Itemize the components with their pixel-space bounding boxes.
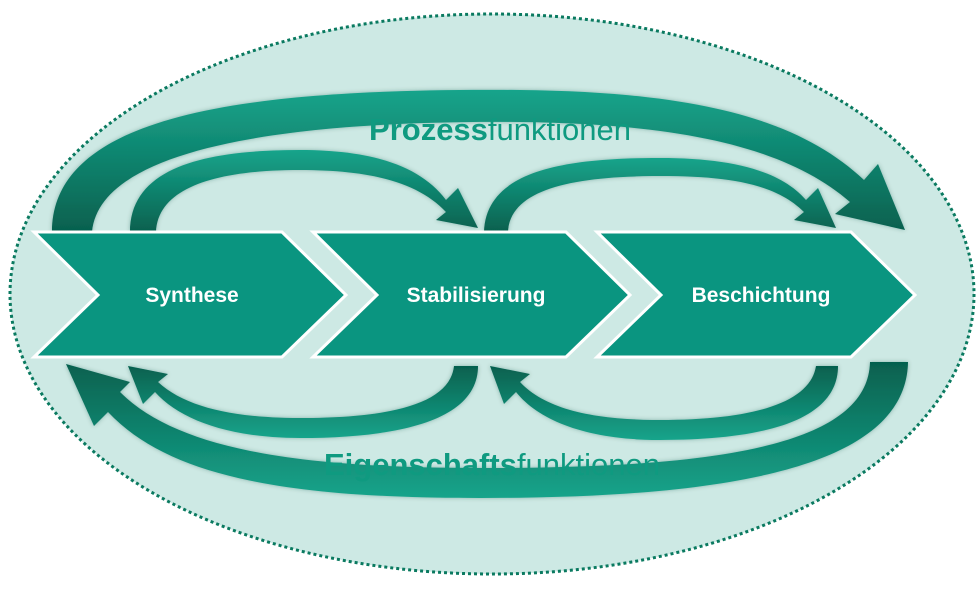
small-bottom-arrow-1 [128,366,478,438]
step-label-stabilisierung: Stabilisierung [407,284,546,307]
step-chevrons [30,230,918,359]
small-bottom-arrow-2 [490,366,838,440]
bottom-title: Eigenschaftsfunktionen [324,447,660,482]
top-title-bold: Prozess [369,112,488,147]
large-bottom-arrow [66,362,908,498]
bottom-title-bold: Eigenschafts [324,447,517,482]
small-top-arrow-2 [484,158,836,232]
step-chevron-beschichtung [593,230,918,359]
large-top-arrow [52,89,905,232]
step-label-beschichtung: Beschichtung [692,284,831,307]
step-label-synthese: Synthese [145,284,238,307]
bottom-title-regular: funktionen [517,447,660,482]
small-top-arrow-1 [130,150,478,232]
top-title-regular: funktionen [488,112,631,147]
step-chevron-stabilisierung [309,230,633,359]
top-title: Prozessfunktionen [369,112,631,147]
step-chevron-synthese [30,230,349,359]
